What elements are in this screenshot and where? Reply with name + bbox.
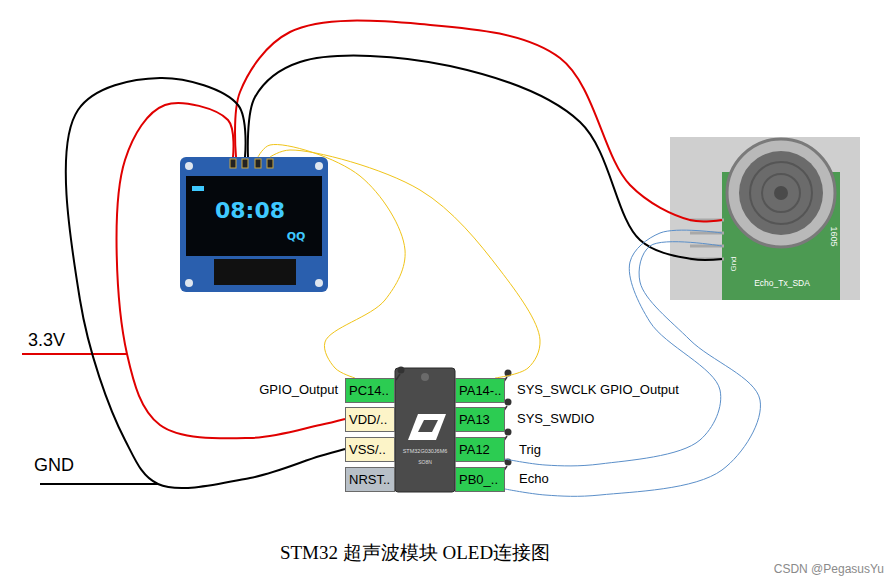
pin-name: PA13 xyxy=(456,408,504,431)
pin-box: VSS/.. xyxy=(345,437,395,462)
caption: STM32 超声波模块 OLED连接图 xyxy=(278,542,552,564)
transducer-mesh xyxy=(774,186,788,200)
signal-label: GPIO_Output xyxy=(257,383,340,398)
pushpin-needle xyxy=(396,374,400,380)
pin-name: PB0_.. xyxy=(456,468,504,491)
pin-box: PA12 xyxy=(455,437,505,462)
chip-marking: SO8N xyxy=(418,460,432,465)
wire xyxy=(270,150,540,378)
screen-text: 08:08 xyxy=(215,200,285,222)
mount-hole xyxy=(315,279,323,287)
ground-wire xyxy=(40,483,158,485)
watermark: CSDN @PegasusYu xyxy=(772,563,886,577)
transducer xyxy=(727,139,835,247)
pin-box: PA13 xyxy=(455,407,505,432)
pin-box: NRST.. xyxy=(345,467,395,492)
pin-name: NRST.. xyxy=(346,468,394,491)
signal-label: Trig xyxy=(517,443,543,458)
wire xyxy=(66,78,345,488)
wire xyxy=(258,144,405,378)
oled-screen xyxy=(186,176,322,256)
pin-name: PC14.. xyxy=(346,379,394,402)
sensor-photo xyxy=(670,137,860,300)
header-pin xyxy=(230,159,236,168)
pin-box: PC14.. xyxy=(345,378,395,403)
mount-hole xyxy=(185,279,193,287)
st-logo xyxy=(408,414,446,440)
rail-label: 3.3V xyxy=(26,330,67,351)
header-pin xyxy=(255,159,261,168)
pin-name: PA12 xyxy=(456,438,504,461)
board-marking: Echo_Tx_SDA xyxy=(754,279,810,288)
st-logo xyxy=(418,420,438,432)
pin-name: VDD/.. xyxy=(346,408,394,431)
mount-hole xyxy=(315,162,323,170)
pin-name: VSS/.. xyxy=(346,438,394,461)
pin-box: VDD/.. xyxy=(345,407,395,432)
chip-marking: STM32G030J6M6 xyxy=(403,449,448,455)
chip-notch xyxy=(421,373,429,381)
battery-icon xyxy=(192,186,204,191)
signal-label: SYS_SWCLK GPIO_Output xyxy=(515,383,681,398)
transducer-mesh xyxy=(750,162,812,224)
signal-label: SYS_SWDIO xyxy=(515,412,596,427)
transducer-mesh xyxy=(762,174,800,212)
wire xyxy=(235,21,722,222)
pin-box: PA14-.. xyxy=(455,378,505,403)
mount-hole xyxy=(185,162,193,170)
pushpin-head xyxy=(505,399,512,406)
pushpin-head xyxy=(398,367,405,374)
pin-name: PA14-.. xyxy=(456,379,504,402)
transducer-mesh xyxy=(739,151,823,235)
signal-label: Echo xyxy=(517,472,551,487)
oled-module: 08:08QQ xyxy=(180,157,328,292)
header-pin xyxy=(267,159,273,168)
header-pin xyxy=(242,159,248,168)
chip-body xyxy=(395,368,455,492)
screen-text: QQ xyxy=(287,231,306,242)
board-marking: Gnd xyxy=(730,256,738,271)
supply-wire xyxy=(22,353,127,355)
wire xyxy=(505,242,760,497)
wire xyxy=(505,230,722,466)
wire xyxy=(248,56,722,260)
pin-box: PB0_.. xyxy=(455,467,505,492)
oled-ribbon xyxy=(214,259,296,285)
wire xyxy=(117,103,345,438)
rail-label: GND xyxy=(32,455,76,476)
oled-board xyxy=(180,157,328,292)
mcu-chip: STM32G030J6M6SO8N xyxy=(395,368,455,492)
pushpin-head xyxy=(505,429,512,436)
pushpin xyxy=(396,367,405,381)
ultrasonic-sensor: 1605GndEcho_Tx_SDA xyxy=(722,172,840,300)
board-marking: 1605 xyxy=(829,226,838,246)
